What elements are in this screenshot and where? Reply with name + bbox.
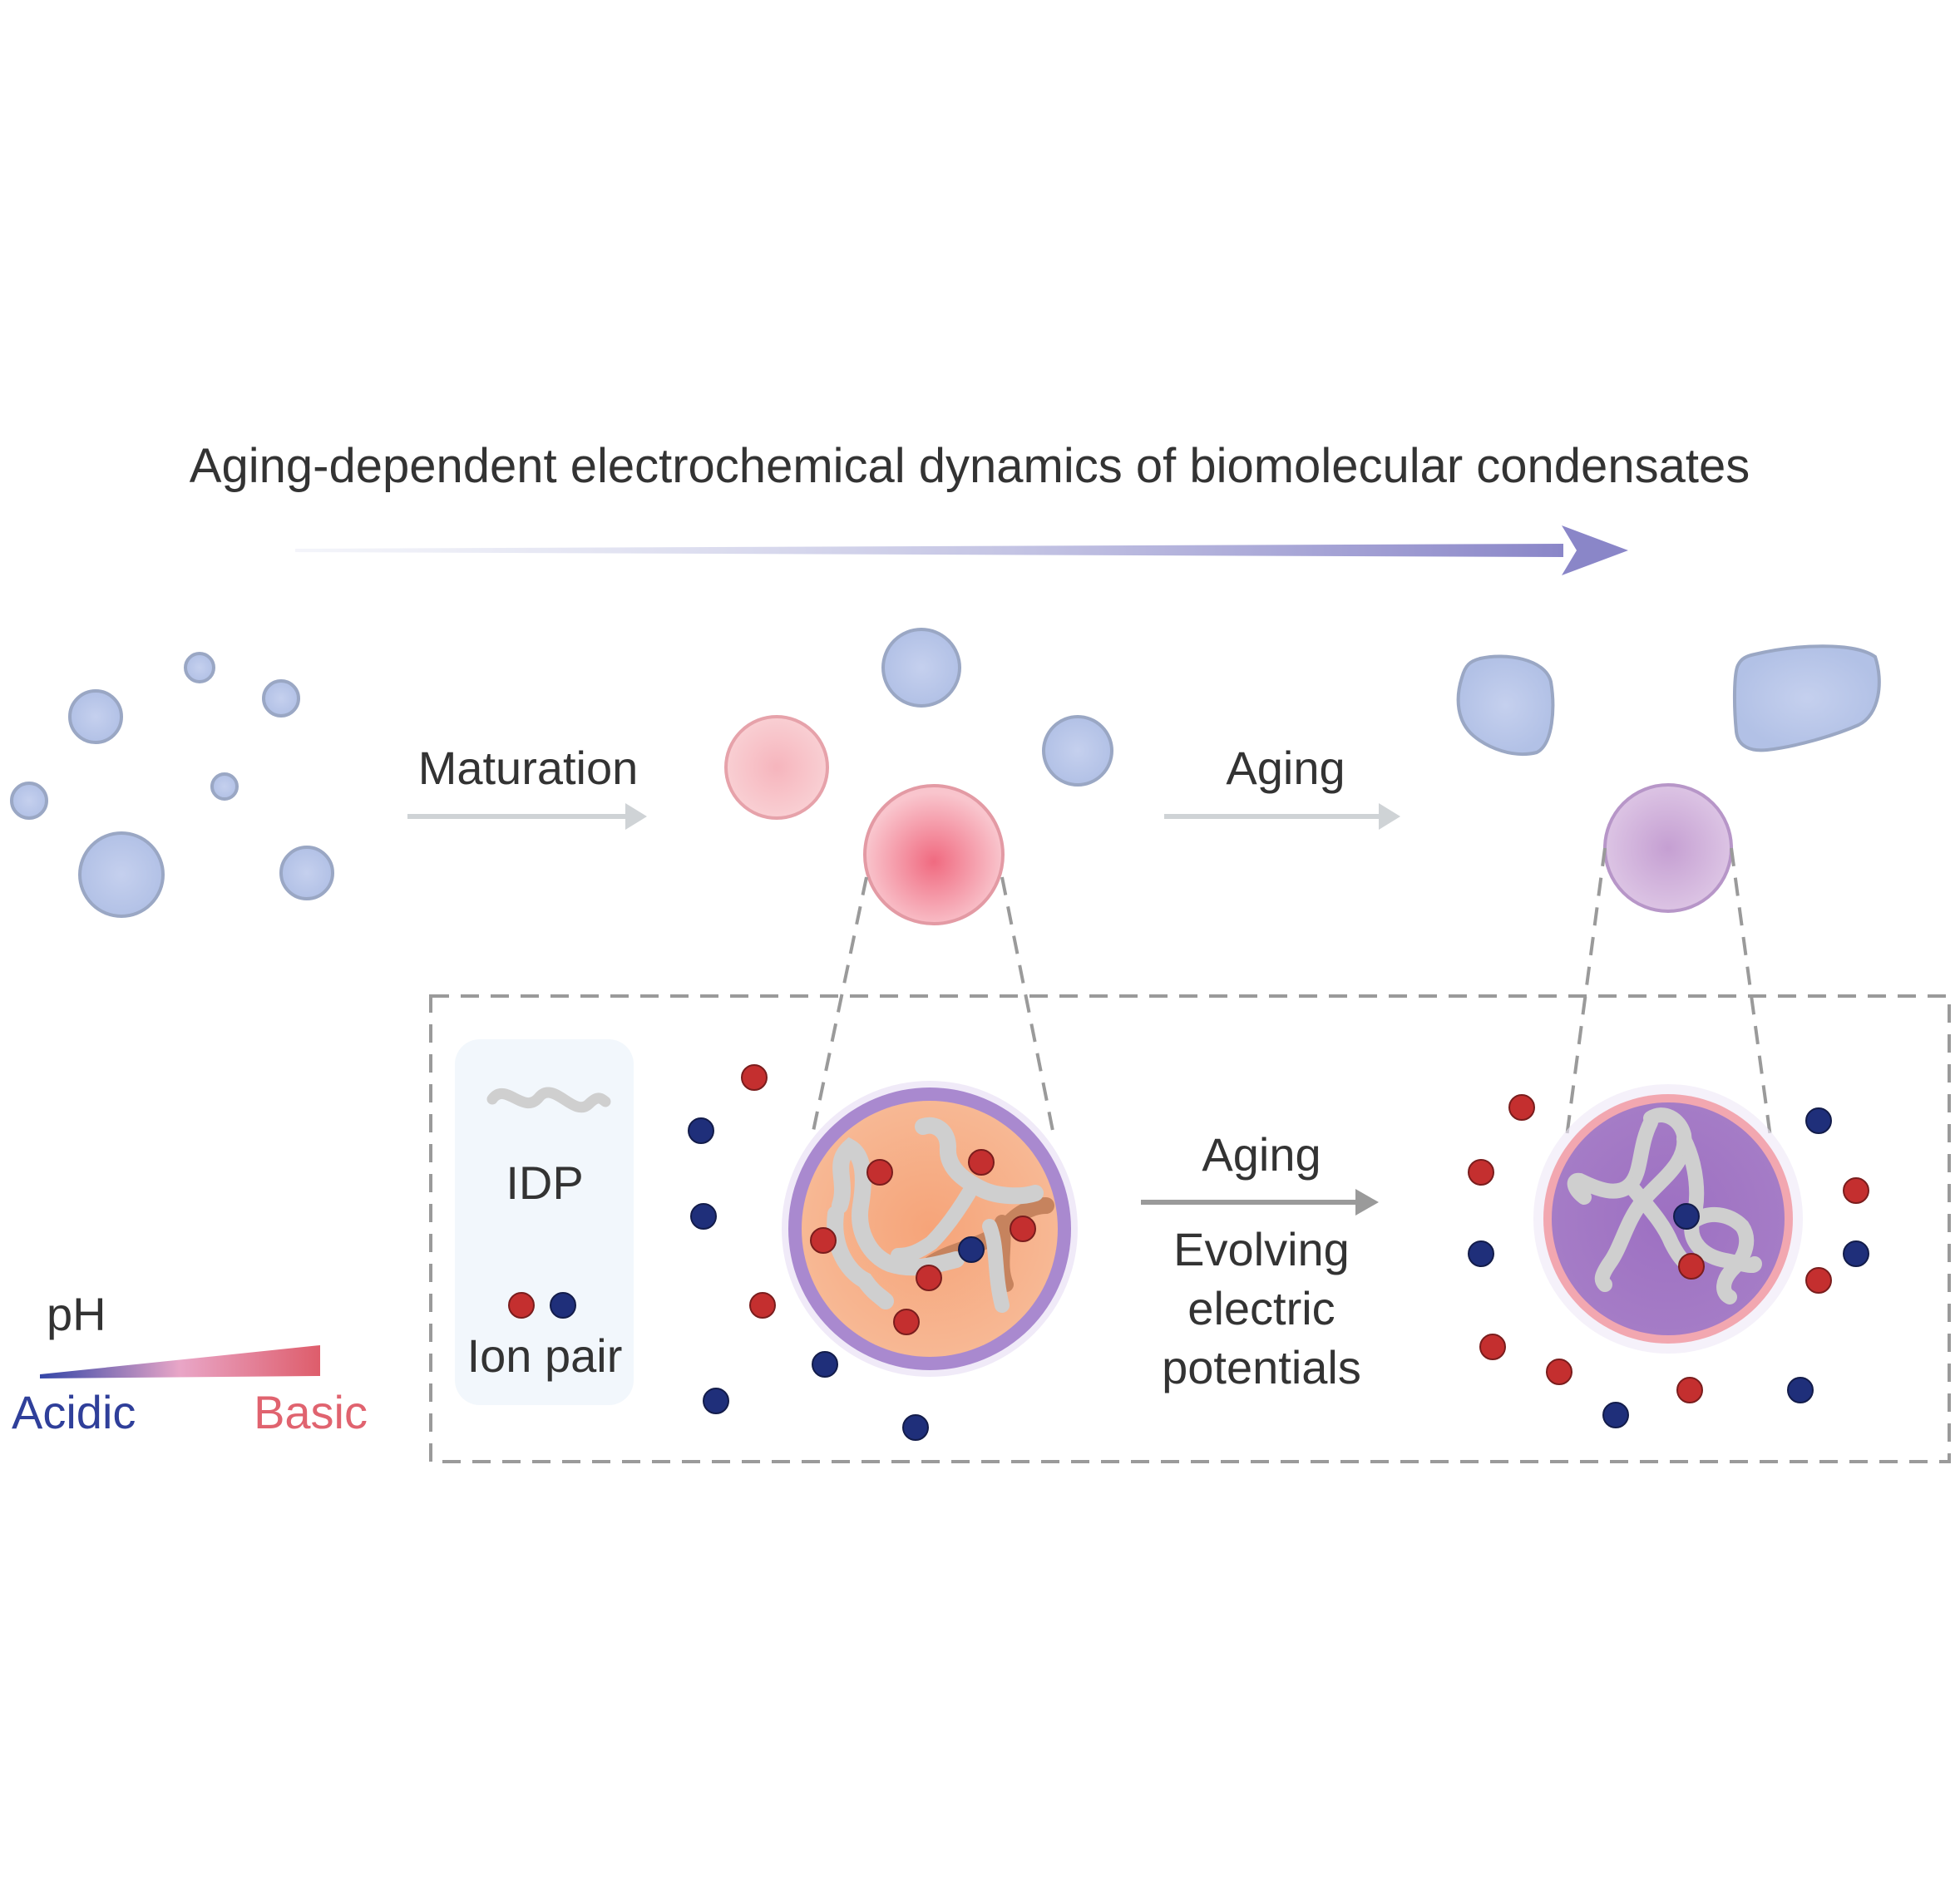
ions-inside-mature [810, 1149, 1036, 1335]
evolving-label-line1: Evolving [1173, 1223, 1350, 1275]
idp-label: IDP [506, 1156, 583, 1209]
inset-box [429, 994, 1951, 1463]
droplet-cluster-mature [724, 628, 1113, 925]
condensate-mature-zoom [782, 1081, 1078, 1377]
maturation-arrow [407, 803, 647, 830]
ions-inside-aged [1673, 1203, 1705, 1280]
ions-outside-mature [688, 1064, 929, 1441]
ion-pair-icon [508, 1292, 576, 1319]
ph-gradient-bar [40, 1345, 320, 1378]
ph-label: pH [47, 1288, 106, 1340]
ion-pair-label: Ion pair [467, 1329, 623, 1382]
maturation-label: Maturation [418, 742, 639, 794]
zoom-lines [810, 847, 1773, 1144]
aging-label-inset: Aging [1202, 1128, 1321, 1181]
legend-box [455, 1039, 634, 1405]
acidic-label: Acidic [12, 1386, 136, 1438]
droplet-cluster-aged [1456, 644, 1881, 913]
droplet-cluster-initial [10, 652, 334, 918]
aging-arrow-top [1164, 803, 1400, 830]
idp-chains-mature [827, 1117, 1054, 1313]
aging-label-top: Aging [1226, 742, 1345, 794]
evolving-label-line2: electric [1187, 1282, 1335, 1334]
condensate-aged-zoom [1533, 1084, 1803, 1354]
timeline-arrow [295, 525, 1628, 575]
squiggle-icon [486, 1087, 611, 1113]
basic-label: Basic [254, 1386, 368, 1438]
ions-outside-aged [1468, 1094, 1869, 1428]
aging-arrow-inset [1141, 1189, 1379, 1216]
figure-title: Aging-dependent electrochemical dynamics… [190, 439, 1750, 493]
evolving-label-line3: potentials [1162, 1341, 1361, 1393]
